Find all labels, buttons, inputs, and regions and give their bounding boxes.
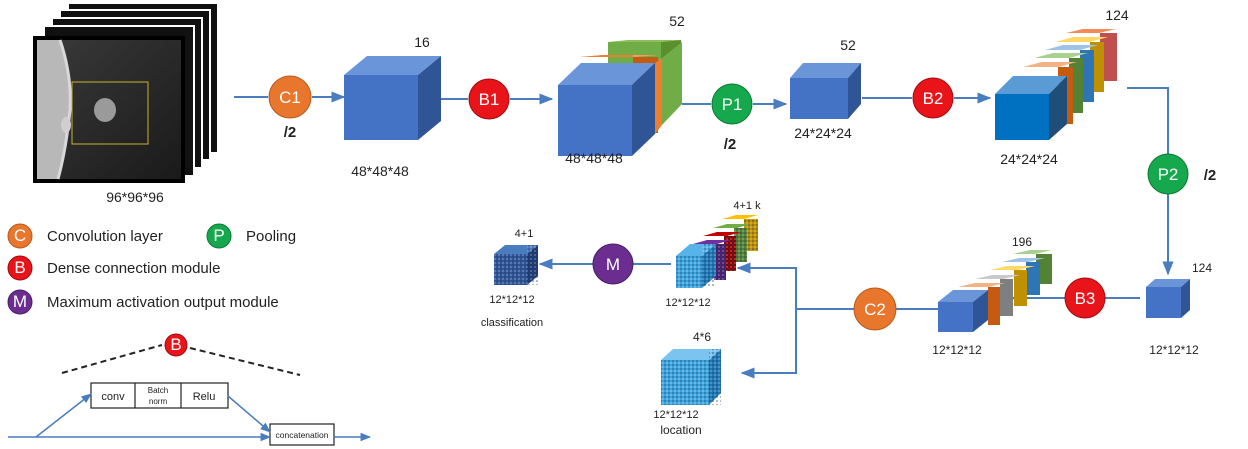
dense-module-b-label: B	[170, 335, 181, 354]
location-output-cube	[661, 349, 721, 405]
block-196-size: 12*12*12	[932, 343, 982, 357]
dense-module-detail: B conv Batch norm Relu concatenation	[8, 333, 372, 446]
location-label: location	[660, 423, 701, 437]
block-52a-size: 48*48*48	[565, 150, 623, 166]
svg-text:Pooling: Pooling	[246, 228, 296, 245]
block-196	[938, 250, 1052, 332]
legend-dense: B Dense connection module	[7, 255, 220, 281]
svg-text:Dense connection module: Dense connection module	[47, 260, 220, 277]
svg-text:P: P	[213, 226, 224, 245]
svg-text:B2: B2	[923, 89, 944, 108]
half-label-c1: /2	[284, 124, 297, 141]
legend-conv: C Convolution layer	[7, 223, 163, 249]
block-124b-size: 12*12*12	[1149, 343, 1199, 357]
svg-text:M: M	[13, 292, 27, 311]
svg-text:P1: P1	[722, 95, 743, 114]
block-16-size: 48*48*48	[351, 163, 409, 179]
location-size: 12*12*12	[653, 409, 698, 421]
block-16	[344, 56, 441, 140]
block-124-a	[995, 29, 1117, 140]
p2-node: P2	[1147, 153, 1189, 195]
svg-text:B: B	[14, 258, 25, 277]
legend-pool: P Pooling	[206, 223, 296, 249]
legend-max-activation: M Maximum activation output module	[7, 289, 279, 315]
legend: C Convolution layer P Pooling B Dense co…	[7, 223, 296, 315]
block-196-channels: 196	[1012, 235, 1032, 249]
svg-text:Convolution layer: Convolution layer	[47, 228, 163, 245]
block-124-b	[1146, 279, 1190, 318]
classification-channels: 4+1	[515, 228, 534, 240]
svg-text:C: C	[14, 226, 26, 245]
classification-label: classification	[481, 317, 543, 329]
svg-text:P2: P2	[1158, 165, 1179, 184]
relu-label: Relu	[193, 391, 216, 403]
half-label-p1: /2	[724, 136, 737, 153]
classification-size: 12*12*12	[489, 294, 534, 306]
block-4plus1k	[676, 215, 758, 288]
svg-text:Maximum activation output modu: Maximum activation output module	[47, 294, 279, 311]
block-16-channels: 16	[414, 34, 430, 50]
svg-text:B1: B1	[479, 90, 500, 109]
b3-node: B3	[1064, 277, 1106, 319]
c2-node: C2	[853, 287, 897, 331]
input-size-label: 96*96*96	[106, 189, 164, 205]
block-124a-channels: 124	[1105, 7, 1129, 23]
block-52b-channels: 52	[840, 37, 856, 53]
block-124a-size: 24*24*24	[1000, 151, 1058, 167]
classification-output-cube	[494, 245, 538, 285]
input-ct-volume	[33, 2, 219, 183]
block-52b-size: 24*24*24	[794, 125, 852, 141]
block-124b-channels: 124	[1192, 261, 1212, 275]
svg-text:C2: C2	[864, 300, 886, 319]
b2-node: B2	[912, 77, 954, 119]
conv-label: conv	[101, 391, 125, 403]
batchnorm-label-1: Batch	[148, 386, 168, 395]
batchnorm-label-2: norm	[149, 397, 168, 406]
c1-node: C1	[268, 75, 312, 119]
b1-node: B1	[468, 78, 510, 120]
block-52-a	[558, 40, 682, 156]
concatenation-label: concatenation	[276, 430, 329, 440]
m-node: M	[592, 243, 634, 285]
svg-text:C1: C1	[279, 88, 301, 107]
location-channels: 4*6	[693, 330, 711, 344]
block-52a-channels: 52	[669, 13, 685, 29]
p1-node: P1	[711, 83, 753, 125]
svg-text:B3: B3	[1075, 289, 1096, 308]
block-4plus1k-size: 12*12*12	[665, 297, 710, 309]
half-label-p2: /2	[1204, 167, 1217, 184]
block-4plus1k-channels: 4+1 k	[733, 200, 761, 212]
svg-text:M: M	[606, 255, 620, 274]
block-52-b	[790, 63, 861, 119]
